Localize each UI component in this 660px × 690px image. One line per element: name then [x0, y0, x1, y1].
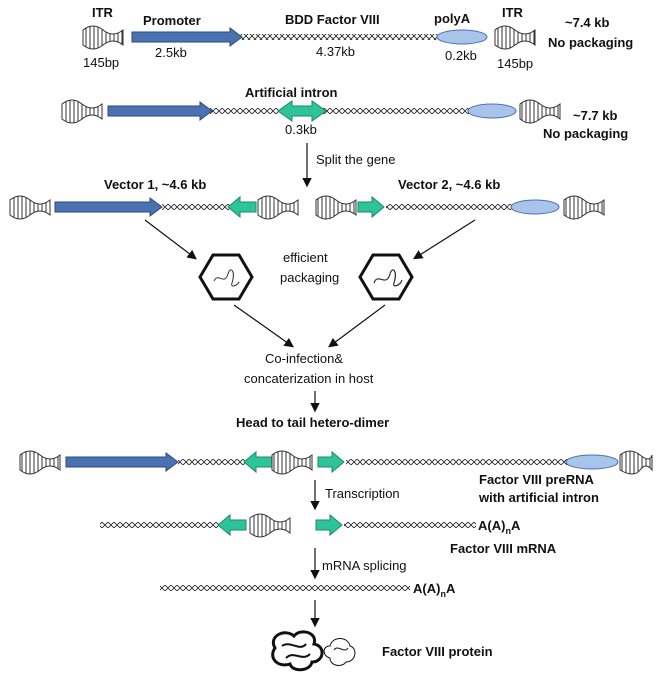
capsid-1	[198, 253, 254, 301]
dimer-gene-line-2	[346, 459, 568, 465]
polya-ellipse-2	[467, 103, 517, 119]
promoter-arrow-2	[107, 101, 213, 121]
prerna-intron-left	[217, 513, 247, 537]
itr-left-size: 145bp	[83, 55, 119, 70]
prerna-line-1	[100, 522, 242, 528]
vector1-promoter	[54, 197, 163, 217]
row2-total-size: ~7.7 kb	[573, 108, 618, 123]
dimer-itr-middle	[271, 450, 313, 475]
vector-2: Vector 2, ~4.6 kb	[315, 177, 605, 220]
gene-label: BDD Factor VIII	[285, 12, 380, 27]
row1-total-size: ~7.4 kb	[565, 15, 610, 30]
coinfection-label-1: Co-infection&	[265, 351, 343, 366]
itr-right	[494, 25, 536, 50]
dimer-intron-left	[243, 450, 273, 474]
row1-status: No packaging	[548, 35, 633, 50]
vector-1: Vector 1, ~4.6 kb	[9, 177, 299, 220]
vector1-intron-arrow	[227, 195, 257, 219]
dimer-itr-right	[619, 450, 653, 475]
mrna-polya-tail: A(A)nA	[413, 581, 456, 599]
vector1-gene-line	[162, 204, 230, 210]
vector1-label: Vector 1, ~4.6 kb	[104, 177, 206, 192]
gene-line	[230, 34, 440, 40]
itr-right-2	[519, 99, 561, 124]
dimer-intron-right	[317, 450, 345, 474]
vector2-intron-arrow	[357, 195, 385, 219]
construct-row-2: Artificial intron 0.3kb ~7.7 kb No packa…	[61, 85, 628, 141]
prerna-label-1: Factor VIII preRNA	[479, 472, 594, 487]
row2-status: No packaging	[543, 126, 628, 141]
dimer-itr-left	[19, 450, 61, 475]
split-label: Split the gene	[316, 152, 396, 167]
itr-left-label: ITR	[92, 5, 114, 20]
intron-double-arrow	[277, 100, 327, 122]
prerna-line-2	[344, 522, 476, 528]
promoter-size: 2.5kb	[155, 45, 187, 60]
dimer-polya	[565, 454, 619, 470]
prerna-construct	[100, 513, 476, 538]
vector2-label: Vector 2, ~4.6 kb	[398, 177, 500, 192]
promoter-arrow	[131, 27, 243, 47]
protein-icon	[271, 630, 356, 672]
intron-label: Artificial intron	[245, 85, 338, 100]
arrow-to-capsid-2	[412, 219, 476, 260]
promoter-label: Promoter	[143, 13, 201, 28]
gene-size: 4.37kb	[316, 44, 355, 59]
efficient-label-1: efficient	[283, 250, 328, 265]
dimer-label: Head to tail hetero-dimer	[236, 415, 389, 430]
itr-right-label: ITR	[502, 5, 524, 20]
polya-ellipse	[436, 29, 488, 45]
transcription-label: Transcription	[325, 486, 400, 501]
prerna-itr	[249, 513, 291, 538]
dimer-gene-line-1	[178, 459, 254, 465]
arrow-capsid1-to-coinfection	[233, 304, 294, 348]
itr-left-2	[61, 99, 103, 124]
efficient-label-2: packaging	[280, 270, 339, 285]
vector1-itr-right	[257, 195, 299, 220]
prerna-polya-tail: A(A)nA	[478, 518, 521, 536]
coinfection-label-2: concaterization in host	[244, 371, 374, 386]
gene-line-2	[210, 108, 470, 114]
hetero-dimer-construct	[19, 450, 653, 475]
splicing-label: mRNA splicing	[322, 558, 407, 573]
prerna-label-2: with artificial intron	[478, 490, 599, 505]
polya-label: polyA	[434, 11, 471, 26]
arrow-to-capsid-1	[144, 219, 197, 260]
dimer-promoter	[65, 452, 179, 472]
vector2-gene-line	[386, 204, 512, 210]
mrna-line	[160, 585, 410, 591]
vector2-itr-right	[563, 195, 605, 220]
protein-label: Factor VIII protein	[382, 644, 493, 659]
prerna-intron-right	[315, 513, 343, 537]
arrow-capsid2-to-coinfection	[328, 304, 386, 348]
intron-size: 0.3kb	[285, 122, 317, 137]
capsid-2	[358, 253, 414, 301]
construct-row-1: ITR Promoter BDD Factor VIII polyA ITR 1…	[82, 5, 633, 71]
mrna-label: Factor VIII mRNA	[450, 541, 557, 556]
itr-right-size: 145bp	[497, 56, 533, 71]
polya-size: 0.2kb	[445, 48, 477, 63]
itr-left	[82, 25, 124, 50]
vector2-polya	[510, 199, 560, 215]
vector1-itr-left	[9, 195, 51, 220]
vector2-itr-left	[315, 195, 357, 220]
